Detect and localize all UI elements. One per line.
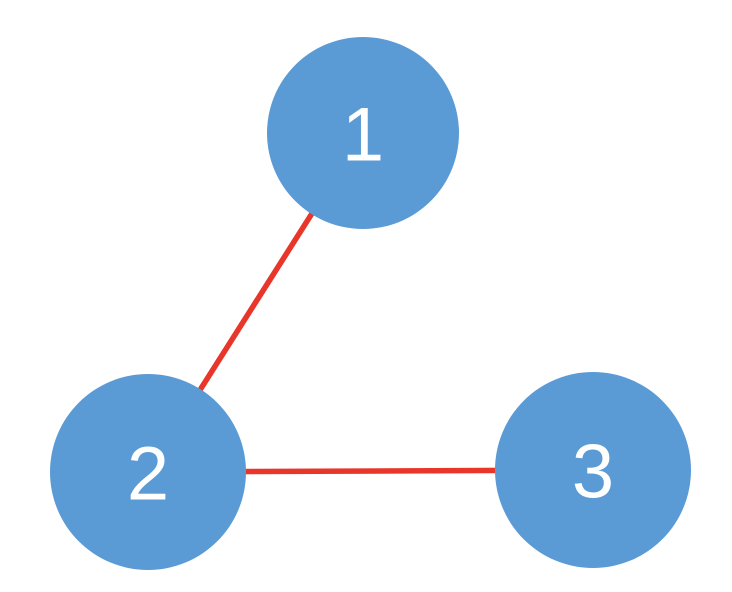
graph-node-1 [267,37,459,229]
graph-node-3 [495,372,691,568]
graph-node-2 [50,374,246,570]
graph-node-label-3: 3 [572,429,614,514]
graph-node-label-1: 1 [342,92,384,177]
graph-node-label-2: 2 [127,431,169,516]
